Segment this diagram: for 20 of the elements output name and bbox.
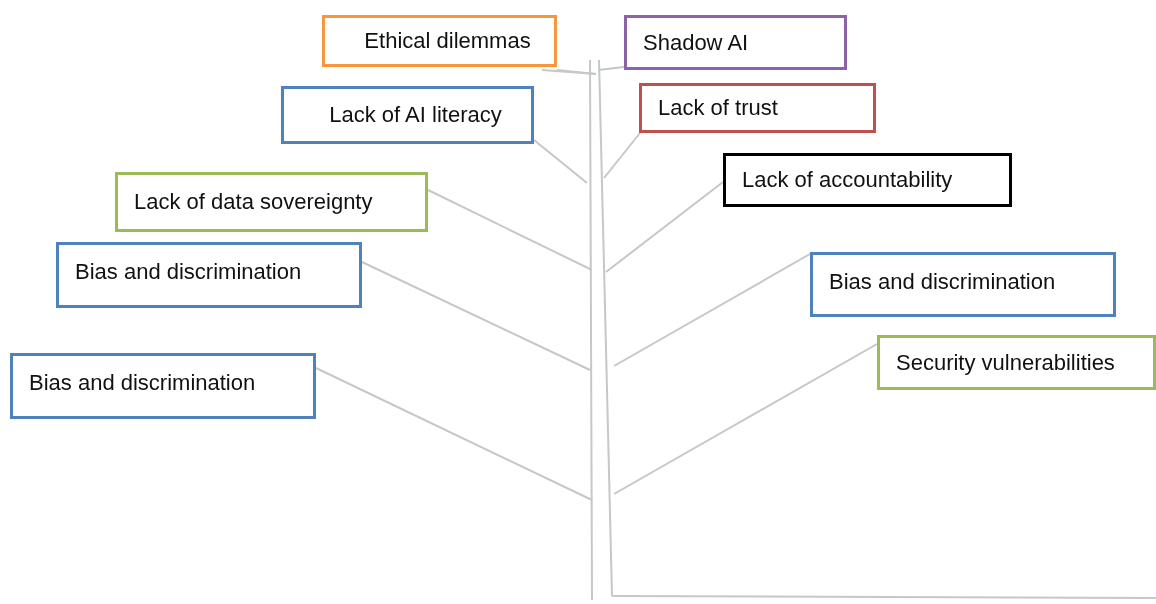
label-box: Lack of AI literacy	[281, 86, 534, 144]
branch-line	[613, 253, 811, 367]
branch-line	[315, 367, 593, 501]
branch-line	[605, 181, 724, 273]
branch-line	[603, 132, 641, 179]
branch-line	[361, 261, 591, 371]
branch-line	[556, 69, 597, 75]
label-box: Ethical dilemmas	[322, 15, 557, 67]
label-box: Lack of trust	[639, 83, 876, 133]
branch-line	[613, 343, 878, 495]
label-box: Lack of accountability	[723, 153, 1012, 207]
label-box: Bias and discrimination	[56, 242, 362, 308]
label-box: Bias and discrimination	[810, 252, 1116, 317]
branch-line	[597, 66, 625, 71]
label-box: Shadow AI	[624, 15, 847, 70]
branch-line	[533, 139, 588, 184]
branch-line	[427, 189, 593, 271]
label-box: Bias and discrimination	[10, 353, 316, 419]
label-box: Lack of data sovereignty	[115, 172, 428, 232]
label-box: Security vulnerabilities	[877, 335, 1156, 390]
